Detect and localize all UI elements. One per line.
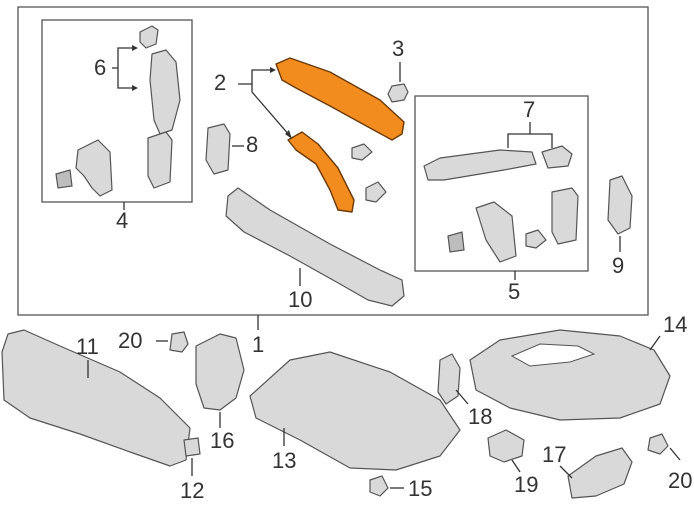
leader-2-arrow-a xyxy=(270,67,276,73)
callout-19: 19 xyxy=(514,472,539,497)
leader-2b xyxy=(251,84,291,137)
part-10-lower-support[interactable] xyxy=(225,187,405,307)
part-4-bracket-a[interactable] xyxy=(75,139,113,197)
leader-7 xyxy=(507,133,553,148)
part-11-shield[interactable] xyxy=(1,329,191,467)
callout-14: 14 xyxy=(663,312,688,337)
leader-2 xyxy=(238,69,272,85)
leader-20b xyxy=(669,447,681,461)
part-3-bolt[interactable] xyxy=(387,83,409,103)
part-5-bracket-b[interactable] xyxy=(551,187,579,245)
part-4-clip[interactable] xyxy=(55,169,73,189)
subassembly-frame-4 xyxy=(41,19,193,203)
part-12-plug[interactable] xyxy=(183,437,201,457)
leader-14 xyxy=(649,335,661,351)
leader-18 xyxy=(455,389,469,405)
callout-7: 7 xyxy=(523,97,536,122)
callout-1: 1 xyxy=(252,332,265,357)
bolt-b[interactable] xyxy=(365,181,387,203)
part-16-bracket[interactable] xyxy=(195,333,245,411)
callout-2: 2 xyxy=(214,70,227,95)
callout-17: 17 xyxy=(542,442,567,467)
part-18-bracket[interactable] xyxy=(437,353,461,405)
leader-17 xyxy=(559,465,573,479)
part-5-bracket-a[interactable] xyxy=(475,201,517,263)
leader-6 xyxy=(117,47,134,89)
part-20-clip-b[interactable] xyxy=(647,433,669,455)
callout-6: 6 xyxy=(94,55,107,80)
part-2-brace[interactable] xyxy=(287,131,355,213)
leader-19 xyxy=(511,459,521,473)
callout-5: 5 xyxy=(508,279,521,304)
callout-11: 11 xyxy=(76,334,99,359)
callout-9: 9 xyxy=(612,253,625,278)
part-8-bracket[interactable] xyxy=(205,123,231,175)
callout-10: 10 xyxy=(288,287,313,312)
part-7-bar[interactable] xyxy=(423,149,537,181)
callout-20a: 20 xyxy=(118,328,143,353)
part-13-undercover[interactable] xyxy=(249,351,461,471)
callout-20b: 20 xyxy=(668,468,693,493)
callout-18: 18 xyxy=(468,404,493,429)
leader-6-arrow-a xyxy=(132,45,138,51)
callout-8: 8 xyxy=(246,132,259,157)
callout-12: 12 xyxy=(180,478,205,503)
leader-2-arrow-b xyxy=(285,130,292,139)
part-2-upper-member[interactable] xyxy=(275,57,405,141)
part-7-end-bracket[interactable] xyxy=(541,145,573,169)
part-5-clip[interactable] xyxy=(447,231,465,253)
callout-13: 13 xyxy=(272,448,297,473)
part-14-undercover[interactable] xyxy=(469,329,671,421)
part-14-cutout xyxy=(510,343,596,367)
part-5-bolt[interactable] xyxy=(525,229,547,249)
bolt-a[interactable] xyxy=(351,143,373,161)
part-20-clip-a[interactable] xyxy=(169,331,189,353)
callout-3: 3 xyxy=(392,36,405,61)
subassembly-frame-5 xyxy=(414,95,589,272)
part-4-bracket-b[interactable] xyxy=(147,131,173,189)
callout-4: 4 xyxy=(116,208,129,233)
callout-15: 15 xyxy=(408,476,433,501)
assembly-frame-1 xyxy=(17,6,649,316)
part-9-bracket[interactable] xyxy=(607,175,633,235)
part-19-bracket[interactable] xyxy=(487,429,525,463)
callout-16: 16 xyxy=(210,428,235,453)
leader-6-arrow-b xyxy=(132,85,138,91)
part-6-lower-bracket[interactable] xyxy=(149,49,181,135)
part-6-upper-bracket[interactable] xyxy=(139,25,159,49)
part-15-clip[interactable] xyxy=(369,475,389,497)
part-17-bracket[interactable] xyxy=(567,447,633,499)
